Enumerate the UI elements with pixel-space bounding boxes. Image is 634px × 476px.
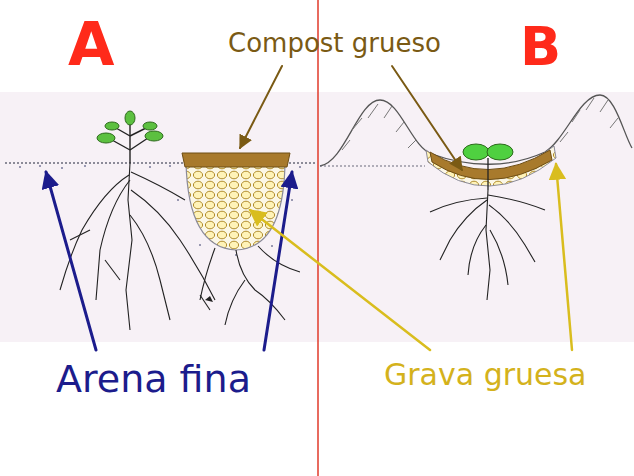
roots-b bbox=[430, 190, 545, 300]
leader-lines bbox=[46, 66, 572, 350]
ground-line bbox=[320, 165, 425, 166]
leaves-b bbox=[463, 144, 513, 160]
hill-hatching bbox=[342, 98, 618, 150]
leaves-a bbox=[97, 111, 163, 143]
material-label: Grava gruesa bbox=[384, 360, 587, 390]
gravel-pit bbox=[186, 162, 285, 250]
stone bbox=[205, 296, 213, 302]
plant-b bbox=[487, 158, 488, 190]
material-label: Arena fina bbox=[56, 360, 251, 398]
hill-profile bbox=[320, 95, 632, 166]
paper-band bbox=[0, 92, 634, 342]
panel-letter: A bbox=[68, 14, 114, 74]
panel-letter: B bbox=[520, 20, 561, 74]
compost-layer bbox=[182, 153, 290, 167]
roots-a bbox=[60, 163, 300, 330]
panel-divider bbox=[317, 0, 319, 476]
material-label: Compost grueso bbox=[228, 30, 441, 56]
